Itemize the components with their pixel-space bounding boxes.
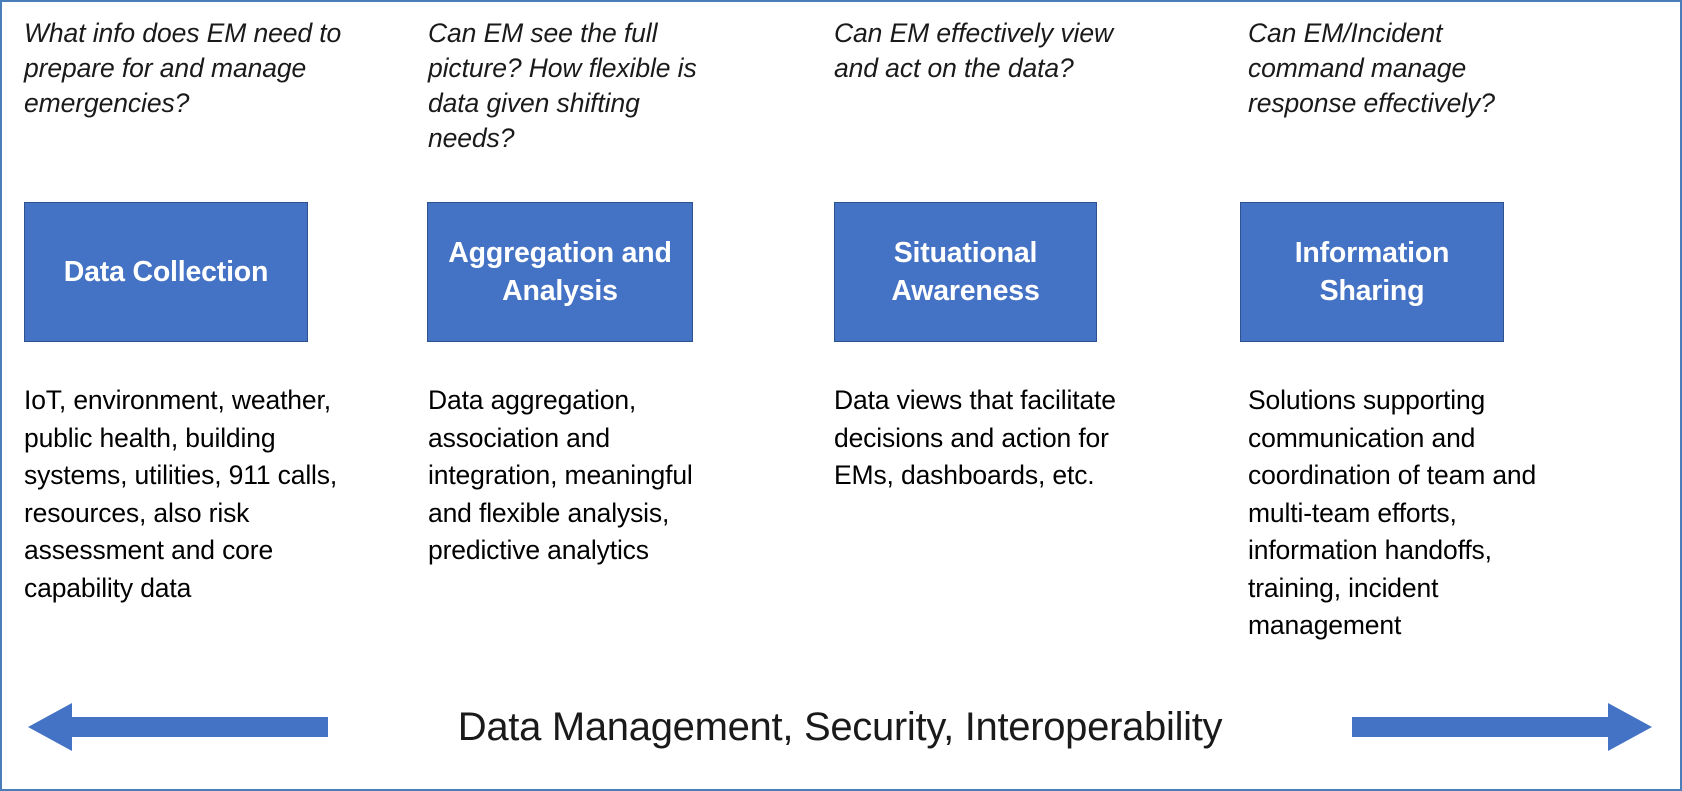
column-body-text: Data views that facilitate decisions and… — [834, 385, 1116, 490]
stage-box-aggregation-and-analysis[interactable]: Aggregation and Analysis — [427, 202, 693, 342]
stage-box-information-sharing[interactable]: Information Sharing — [1240, 202, 1504, 342]
stage-box-data-collection[interactable]: Data Collection — [24, 202, 308, 342]
stage-box-label: Data Collection — [63, 256, 269, 288]
column-aggregation-and-analysis: Can EM see the full picture? How flexibl… — [428, 2, 728, 662]
stage-box-label: Situational Awareness — [891, 237, 1040, 307]
column-information-sharing: Can EM/Incident command manage response … — [1248, 2, 1548, 662]
stage-box-label: Information Sharing — [1294, 237, 1450, 307]
column-situational-awareness: Can EM effectively view and act on the d… — [834, 2, 1144, 662]
column-data-collection: What info does EM need to prepare for an… — [24, 2, 354, 662]
banner-label: Data Management, Security, Interoperabil… — [457, 705, 1223, 749]
column-body-text: Solutions supporting communication and c… — [1248, 385, 1537, 640]
stage-box-situational-awareness[interactable]: Situational Awareness — [834, 202, 1097, 342]
column-question: Can EM effectively view and act on the d… — [834, 18, 1113, 83]
bottom-banner: Data Management, Security, Interoperabil… — [2, 695, 1680, 759]
column-question: Can EM see the full picture? How flexibl… — [428, 18, 697, 153]
arrow-right-icon — [1352, 700, 1652, 754]
arrow-left-icon — [28, 700, 328, 754]
column-question: What info does EM need to prepare for an… — [24, 18, 342, 118]
columns-container: What info does EM need to prepare for an… — [2, 2, 1680, 662]
column-body-text: Data aggregation, association and integr… — [428, 385, 693, 565]
stage-box-label: Aggregation and Analysis — [448, 237, 672, 307]
column-question: Can EM/Incident command manage response … — [1248, 18, 1495, 118]
column-body-text: IoT, environment, weather, public health… — [24, 385, 338, 603]
